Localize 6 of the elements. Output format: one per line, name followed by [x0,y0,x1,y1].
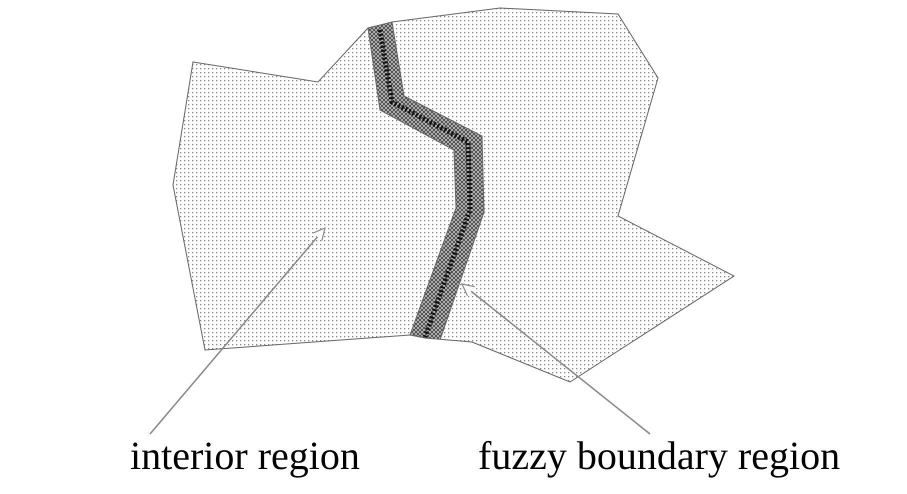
region-label: interior region [130,436,360,476]
region-polygon [172,8,735,383]
leader-arrow [461,283,650,435]
boundary-band [367,21,484,341]
leader-arrow [149,227,326,434]
region-label: fuzzy boundary region [478,436,840,476]
